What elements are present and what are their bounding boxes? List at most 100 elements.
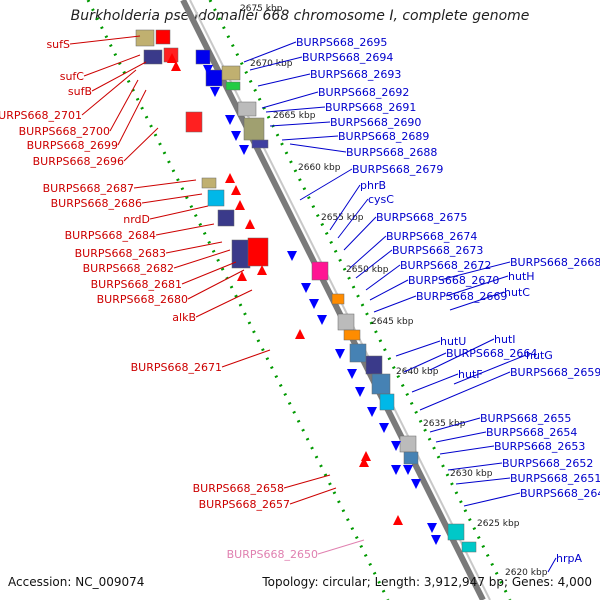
reverse-arrow <box>335 349 345 359</box>
forward-gene-label-leader <box>83 54 141 77</box>
forward-gene-label-leader <box>155 223 215 236</box>
reverse-gene-label-leader <box>265 106 326 113</box>
reverse-gene-label-leader <box>463 492 521 507</box>
forward-arrow <box>257 265 267 275</box>
reverse-arrow <box>287 251 297 261</box>
forward-arrow <box>237 271 247 281</box>
reverse-gene-label-leader <box>445 275 509 297</box>
forward-gene-label: BURPS668_2699 <box>27 139 118 152</box>
reverse-gene-label-leader <box>355 249 393 279</box>
forward-gene-label-leader <box>289 487 337 505</box>
scale-label: 2655 kbp <box>321 213 364 223</box>
scale-label: 2630 kbp <box>450 469 493 479</box>
scale-label: 2660 kbp <box>298 163 341 173</box>
reverse-arrow <box>210 87 220 97</box>
forward-gene-label: BURPS668_2682 <box>83 262 174 275</box>
forward-feature <box>217 209 235 227</box>
left-tick-track <box>86 0 390 600</box>
reverse-gene-label: hutG <box>526 349 553 362</box>
forward-gene-label-leader <box>187 269 245 300</box>
reverse-gene-label: BURPS668_2654 <box>486 426 577 439</box>
forward-gene-label-leader <box>195 289 253 318</box>
reverse-feature <box>371 373 391 395</box>
forward-gene-label-leader <box>149 205 209 220</box>
forward-feature <box>185 111 203 133</box>
reverse-gene-label: BURPS668_2679 <box>352 163 443 176</box>
pseudogene-label: BURPS668_2650 <box>227 548 318 561</box>
reverse-arrow <box>391 465 401 475</box>
forward-gene-label: BURPS668_2671 <box>131 361 222 374</box>
forward-gene-label: alkB <box>172 311 196 324</box>
reverse-gene-label: BURPS668_2669 <box>416 290 507 303</box>
reverse-gene-label-leader <box>447 462 503 471</box>
reverse-gene-label: BURPS668_2693 <box>310 68 401 81</box>
reverse-arrow <box>225 115 235 125</box>
pseudogene-label-leader <box>317 539 365 555</box>
forward-gene-label: nrdD <box>123 213 150 226</box>
reverse-gene-label-leader <box>269 121 331 127</box>
forward-arrow <box>361 451 371 461</box>
reverse-arrow <box>203 65 213 75</box>
reverse-feature <box>379 393 395 411</box>
scale-label: 2675 kbp <box>240 4 283 14</box>
reverse-feature <box>447 523 465 541</box>
reverse-arrow <box>391 441 401 451</box>
reverse-gene-label-leader <box>429 338 495 371</box>
reverse-gene-label-leader <box>419 371 511 411</box>
forward-arrow <box>245 219 255 229</box>
forward-arrow <box>225 173 235 183</box>
reverse-gene-label-leader <box>257 73 311 87</box>
reverse-arrow <box>309 299 319 309</box>
reverse-arrow <box>239 145 249 155</box>
forward-gene-label: BURPS668_2657 <box>199 498 290 511</box>
reverse-gene-label-leader <box>455 477 511 485</box>
reverse-feature <box>343 329 361 341</box>
reverse-arrow <box>301 283 311 293</box>
reverse-gene-label-leader <box>343 216 377 251</box>
reverse-gene-label-leader <box>429 417 481 433</box>
reverse-arrow <box>427 523 437 533</box>
forward-gene-label: BURPS668_2681 <box>91 278 182 291</box>
reverse-gene-label-leader <box>289 143 347 153</box>
reverse-gene-label: hutI <box>494 333 516 346</box>
reverse-gene-label: BURPS668_2651 <box>510 472 600 485</box>
reverse-gene-label-leader <box>365 264 401 291</box>
reverse-gene-label-leader <box>337 198 369 239</box>
scale-label: 2645 kbp <box>371 317 414 327</box>
reverse-arrow <box>411 479 421 489</box>
reverse-gene-label: BURPS668_2691 <box>325 101 416 114</box>
forward-feature <box>201 177 217 189</box>
reverse-feature <box>461 541 477 553</box>
scale-label: 2625 kbp <box>477 519 520 529</box>
forward-gene-label-leader <box>91 61 147 92</box>
reverse-gene-label: BURPS668_2694 <box>302 51 393 64</box>
accession-text: Accession: NC_009074 <box>8 575 145 589</box>
reverse-gene-label: BURPS668_2690 <box>330 116 421 129</box>
reverse-arrow <box>317 315 327 325</box>
reverse-arrow <box>403 465 413 475</box>
reverse-gene-label: BURPS668_2692 <box>318 86 409 99</box>
reverse-gene-label-leader <box>439 445 495 455</box>
reverse-feature <box>365 355 383 375</box>
map-title: Burkholderia pseudomallei 668 chromosome… <box>70 8 530 24</box>
reverse-gene-label: BURPS668_2670 <box>408 274 499 287</box>
reverse-gene-label-leader <box>249 56 303 71</box>
forward-feature <box>247 237 269 267</box>
reverse-arrow <box>355 387 365 397</box>
reverse-feature <box>225 81 241 91</box>
reverse-gene-label-leader <box>547 557 557 573</box>
forward-gene-label: BURPS668_2658 <box>193 482 284 495</box>
reverse-gene-label-leader <box>329 184 361 231</box>
reverse-gene-label: hrpA <box>556 552 582 565</box>
topology-text: Topology: circular; Length: 3,912,947 bp… <box>262 575 592 589</box>
reverse-arrow <box>431 535 441 545</box>
reverse-feature <box>243 117 265 141</box>
reverse-gene-label-leader <box>411 373 459 393</box>
forward-gene-label-leader <box>221 349 271 368</box>
scale-label: 2620 kbp <box>505 568 548 578</box>
forward-gene-label: BURPS668_2684 <box>65 229 156 242</box>
reverse-feature <box>331 293 345 305</box>
forward-gene-label-leader <box>81 69 137 116</box>
reverse-gene-label-leader <box>299 168 353 201</box>
